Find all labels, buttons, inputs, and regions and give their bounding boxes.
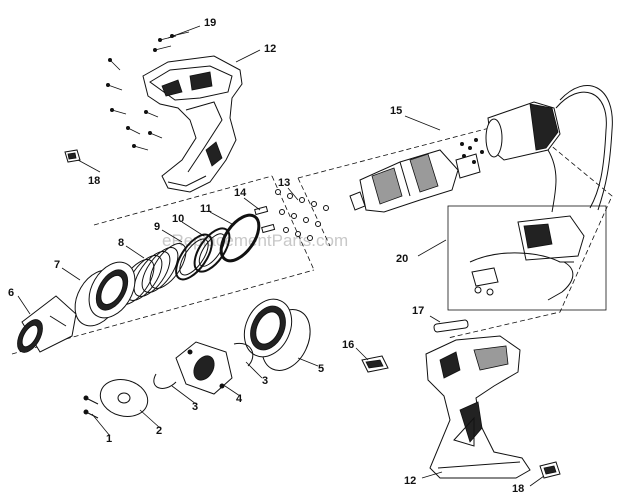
callout-20: 20 xyxy=(396,253,408,265)
callout-3-right: 3 xyxy=(262,375,268,387)
part-2-washer xyxy=(99,379,149,417)
callout-7: 7 xyxy=(54,259,60,271)
part-12-housing-half-top xyxy=(142,55,243,193)
callout-11: 11 xyxy=(200,203,212,215)
callout-12-bottom: 12 xyxy=(404,475,416,487)
part-3-clip-left xyxy=(153,373,177,389)
callout-4: 4 xyxy=(236,393,243,405)
callout-labels: 19 12 18 15 13 14 11 10 9 8 7 6 20 17 16… xyxy=(8,17,524,495)
callout-10: 10 xyxy=(172,213,184,225)
callout-5: 5 xyxy=(318,363,324,375)
part-14-pins xyxy=(254,205,276,234)
part-6-adjusting-collar xyxy=(17,295,77,353)
callout-6: 6 xyxy=(8,287,14,299)
callout-12-top: 12 xyxy=(264,43,276,55)
part-4-gear-plate xyxy=(175,341,233,395)
callout-15: 15 xyxy=(390,105,402,117)
callout-19: 19 xyxy=(204,17,216,29)
leader-lines xyxy=(17,25,545,487)
part-12-housing-half-bottom xyxy=(425,335,531,479)
callout-1: 1 xyxy=(106,433,112,445)
callout-3-left: 3 xyxy=(192,401,198,413)
callout-13: 13 xyxy=(278,177,290,189)
part-3-clip-right xyxy=(233,342,254,367)
part-13-small-pins xyxy=(275,189,329,241)
part-18-clip-lower xyxy=(539,461,561,479)
callout-2: 2 xyxy=(156,425,162,437)
part-7-clutch-ring xyxy=(74,261,136,327)
callout-16: 16 xyxy=(342,339,354,351)
part-5-sleeve xyxy=(243,298,311,371)
callout-17: 17 xyxy=(412,305,424,317)
part-1-screws xyxy=(83,395,99,419)
part-18-clip-upper xyxy=(64,149,81,163)
callout-18-upper: 18 xyxy=(88,175,100,187)
part-16-clip xyxy=(361,355,389,373)
callout-8: 8 xyxy=(118,237,124,249)
part-15-motor-gearbox-assembly xyxy=(349,85,613,213)
part-17-pin xyxy=(433,319,469,333)
callout-14: 14 xyxy=(234,187,247,199)
part-19-screws xyxy=(106,31,190,151)
part-20-switch-assembly xyxy=(447,205,607,311)
part-9-ring xyxy=(175,233,213,281)
callout-18-lower: 18 xyxy=(512,483,524,495)
callout-9: 9 xyxy=(154,221,160,233)
part-11-ring xyxy=(219,213,261,263)
